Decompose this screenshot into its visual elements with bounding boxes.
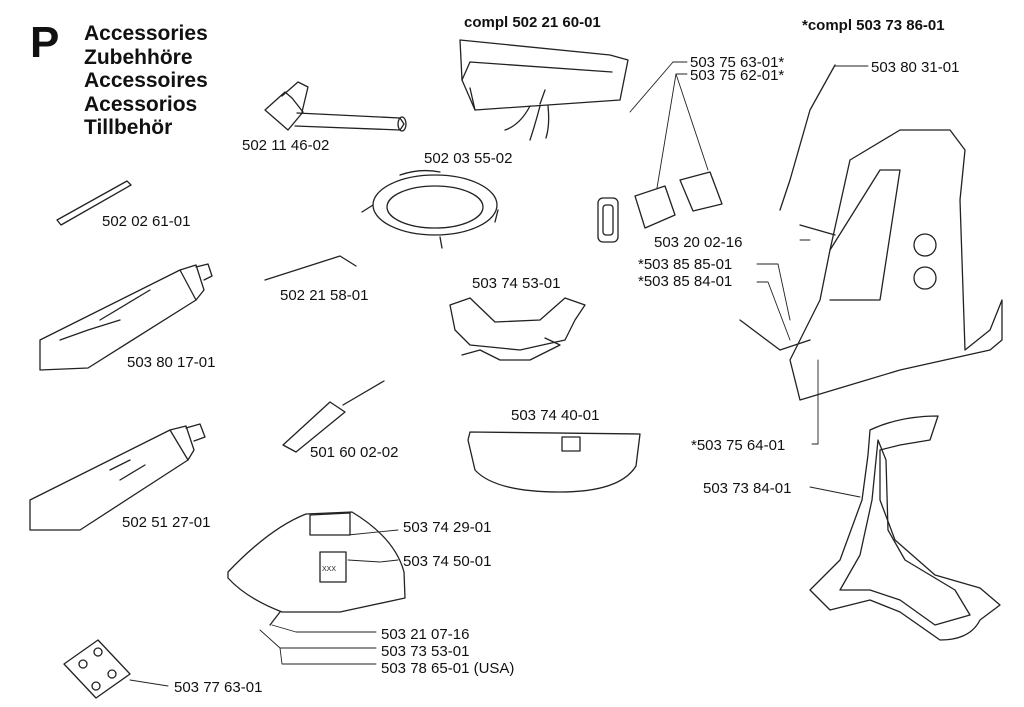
buckle-drawings bbox=[597, 171, 723, 243]
part-label-bag: 502 03 55-02 bbox=[424, 150, 513, 167]
title-german: Zubehhöre bbox=[84, 45, 193, 69]
leader-lines bbox=[129, 61, 869, 687]
grease-tube-b-drawing bbox=[29, 423, 206, 531]
screwdriver-drawing bbox=[282, 380, 385, 453]
part-label-hip-pad: 503 74 40-01 bbox=[511, 407, 600, 424]
part-label-guard-screw-usa: 503 78 65-01 (USA) bbox=[381, 660, 515, 677]
part-label-grease-tube-a: 503 80 17-01 bbox=[127, 354, 216, 371]
title-block: Accessories Zubehhöre Accessoires Acesso… bbox=[84, 22, 208, 140]
ring-drawing bbox=[361, 169, 499, 249]
part-label-buckle-a: 503 75 63-01* bbox=[690, 54, 785, 71]
part-label-strap: 503 80 31-01 bbox=[871, 59, 960, 76]
part-label-buckle-b: 503 75 62-01* bbox=[690, 67, 785, 84]
part-label-wrench: 502 11 46-02 bbox=[242, 137, 330, 154]
wire-pin-drawing bbox=[264, 255, 357, 281]
part-label-harness-screw: 503 20 02-16 bbox=[654, 234, 743, 251]
kit-label-harness: *compl 503 73 86-01 bbox=[802, 17, 945, 34]
harness-drawing bbox=[739, 64, 1003, 401]
part-label-guard-decal: 503 74 50-01 bbox=[403, 553, 492, 570]
decal-text: XXX bbox=[322, 566, 336, 573]
part-label-guard: 503 74 29-01 bbox=[403, 519, 492, 536]
part-label-pad-decal: 503 77 63-01 bbox=[174, 679, 263, 696]
part-label-harness-part-b: *503 85 84-01 bbox=[638, 273, 733, 290]
part-label-grease-tube-b: 502 51 27-01 bbox=[122, 514, 211, 531]
pad-drawing bbox=[63, 639, 131, 699]
wrench-drawing bbox=[264, 81, 407, 132]
title-french: Accessoires bbox=[84, 69, 208, 92]
part-label-screw: 503 21 07-16 bbox=[381, 626, 470, 643]
shield-insert-drawing bbox=[449, 297, 586, 361]
part-label-shield-insert: 503 74 53-01 bbox=[472, 275, 561, 292]
part-label-rod: 502 02 61-01 bbox=[102, 213, 191, 230]
hip-pad-drawing bbox=[467, 431, 641, 493]
section-letter: P bbox=[30, 18, 60, 67]
grease-tube-a-drawing bbox=[39, 263, 213, 371]
guard-drawing bbox=[227, 511, 406, 626]
rod-drawing bbox=[56, 180, 132, 226]
part-label-support-frame: 503 73 84-01 bbox=[703, 480, 792, 497]
part-label-hook: *503 75 64-01 bbox=[691, 437, 786, 454]
part-label-screwdriver: 501 60 02-02 bbox=[310, 444, 399, 461]
kit-label-bag: compl 502 21 60-01 bbox=[464, 14, 601, 31]
title-english: Accessories bbox=[84, 22, 208, 45]
bag-drawing bbox=[459, 39, 629, 141]
support-frame-drawing bbox=[809, 415, 1001, 641]
part-label-guard-screw: 503 73 53-01 bbox=[381, 643, 470, 660]
part-label-harness-part-a: *503 85 85-01 bbox=[638, 256, 733, 273]
title-portuguese: Acessorios bbox=[84, 92, 198, 116]
title-swedish: Tillbehör bbox=[84, 116, 173, 139]
part-label-wire-pin: 502 21 58-01 bbox=[280, 287, 369, 304]
